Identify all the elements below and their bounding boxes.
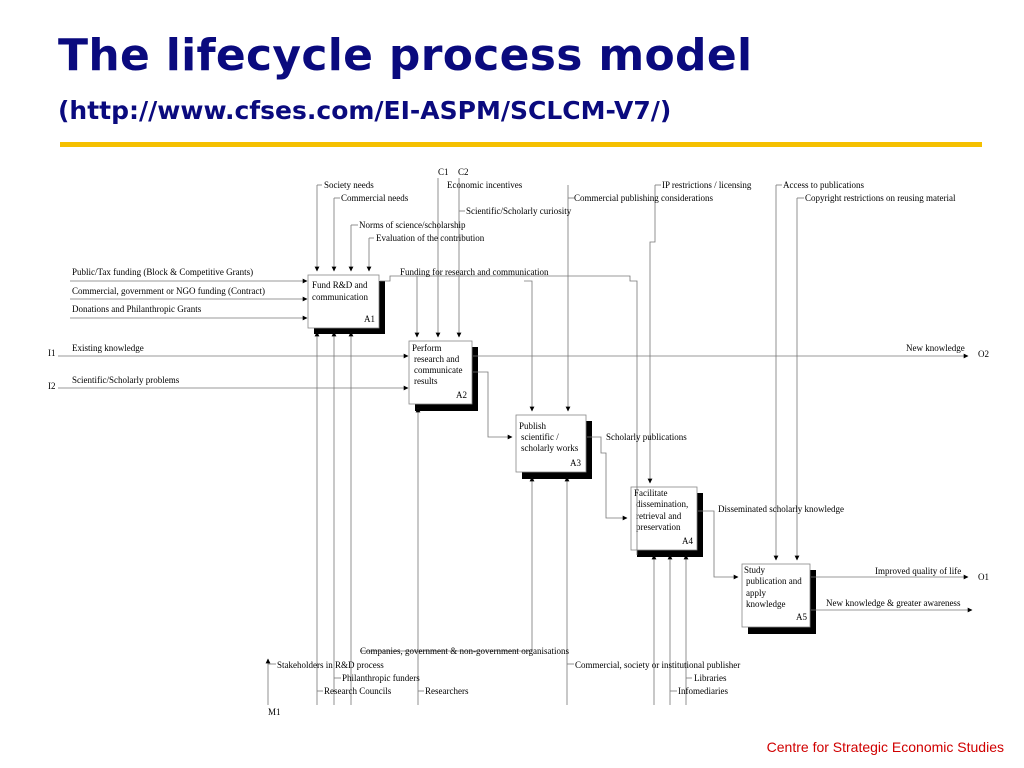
svg-text:Facilitate: Facilitate	[634, 488, 668, 498]
mechanism-commercial-publisher: Commercial, society or institutional pub…	[575, 660, 740, 670]
input-existing-knowledge: Existing knowledge	[72, 343, 144, 353]
mechanism-research-councils: Research Councils	[324, 686, 392, 696]
mechanism-stakeholders: Stakeholders in R&D process	[277, 660, 384, 670]
svg-text:Publish: Publish	[519, 421, 547, 431]
svg-text:knowledge: knowledge	[746, 599, 786, 609]
mechanism-philanthropic: Philanthropic funders	[342, 673, 420, 683]
svg-text:A4: A4	[682, 536, 693, 546]
control-commercial-publishing: Commercial publishing considerations	[574, 193, 713, 203]
activity-label: knowledge	[746, 599, 786, 609]
activity-label: Study	[744, 565, 766, 575]
activity-id: A3	[570, 458, 581, 468]
activity-id: A5	[796, 612, 807, 622]
svg-text:A3: A3	[570, 458, 581, 468]
activity-box-a3: Publish scientific / scholarly works A3	[515, 414, 592, 479]
mechanism-companies: Companies, government & non-government o…	[360, 646, 570, 656]
mechanism-infomediaries: Infomediaries	[678, 686, 728, 696]
activity-label: retrieval and	[636, 511, 682, 521]
svg-text:results: results	[414, 376, 438, 386]
svg-text:Perform: Perform	[412, 343, 442, 353]
control-commercial-needs: Commercial needs	[341, 193, 409, 203]
flow-funding: Funding for research and communication	[400, 267, 549, 277]
svg-text:communication: communication	[312, 292, 368, 302]
input-arrows	[58, 278, 409, 391]
activity-label: communication	[312, 292, 368, 302]
activity-id: A2	[456, 390, 467, 400]
svg-text:scientific /: scientific /	[521, 432, 559, 442]
activity-label: Fund R&D and	[312, 280, 368, 290]
activity-box-a2: Perform research and communicate results…	[408, 340, 478, 411]
activity-box-a5: Study publication and apply knowledge A5	[741, 563, 816, 634]
output-id-o1: O1	[978, 572, 989, 582]
output-greater-awareness: New knowledge & greater awareness	[826, 598, 961, 608]
input-id-i1: I1	[48, 348, 56, 358]
activity-label: dissemination,	[636, 499, 688, 509]
svg-text:A2: A2	[456, 390, 467, 400]
control-society-needs: Society needs	[324, 180, 374, 190]
activity-label: apply	[746, 588, 766, 598]
footer-organization: Centre for Strategic Economic Studies	[766, 739, 1004, 755]
activity-label: scholarly works	[521, 443, 579, 453]
svg-text:dissemination,: dissemination,	[636, 499, 688, 509]
activity-label: Publish	[519, 421, 547, 431]
activity-id: A1	[364, 314, 375, 324]
activity-label: communicate	[414, 365, 462, 375]
activity-label: research and	[414, 354, 460, 364]
activity-label: Perform	[412, 343, 442, 353]
mechanism-libraries: Libraries	[694, 673, 727, 683]
input-problems: Scientific/Scholarly problems	[72, 375, 180, 385]
title-divider	[60, 142, 982, 147]
control-access: Access to publications	[783, 180, 864, 190]
svg-text:scholarly works: scholarly works	[521, 443, 579, 453]
svg-text:preservation: preservation	[636, 522, 681, 532]
activity-id: A4	[682, 536, 693, 546]
input-public-funding: Public/Tax funding (Block & Competitive …	[72, 267, 253, 277]
flow-arrows	[380, 275, 973, 613]
control-scientific-curiosity: Scientific/Scholarly curiosity	[466, 206, 572, 216]
activity-label: preservation	[636, 522, 681, 532]
activity-box-a1: Fund R&D and communication A1	[307, 274, 385, 334]
activity-label: scientific /	[521, 432, 559, 442]
flow-scholarly-publications: Scholarly publications	[606, 432, 687, 442]
control-ip-restrictions: IP restrictions / licensing	[662, 180, 752, 190]
control-arrows	[314, 178, 804, 561]
svg-text:A1: A1	[364, 314, 375, 324]
svg-text:communicate: communicate	[414, 365, 462, 375]
svg-text:Fund R&D and: Fund R&D and	[312, 280, 368, 290]
input-commercial-funding: Commercial, government or NGO funding (C…	[72, 286, 265, 296]
svg-text:apply: apply	[746, 588, 766, 598]
output-improved-quality: Improved quality of life	[875, 566, 961, 576]
mechanism-researchers: Researchers	[425, 686, 469, 696]
activity-label: publication and	[746, 576, 802, 586]
output-id-o2: O2	[978, 349, 989, 359]
input-id-i2: I2	[48, 381, 56, 391]
svg-text:A5: A5	[796, 612, 807, 622]
control-id-c1: C1	[438, 167, 449, 177]
activity-label: results	[414, 376, 438, 386]
output-new-knowledge: New knowledge	[906, 343, 965, 353]
svg-text:retrieval and: retrieval and	[636, 511, 682, 521]
activity-label: Facilitate	[634, 488, 668, 498]
input-donations: Donations and Philanthropic Grants	[72, 304, 202, 314]
idef0-process-diagram: Fund R&D and communication A1 Perform re…	[48, 167, 989, 717]
control-norms: Norms of science/scholarship	[359, 220, 466, 230]
control-evaluation: Evaluation of the contribution	[376, 233, 485, 243]
svg-text:research and: research and	[414, 354, 460, 364]
slide-subtitle: (http://www.cfses.com/EI-ASPM/SCLCM-V7/)	[58, 96, 672, 125]
control-economic-incentives: Economic incentives	[447, 180, 523, 190]
control-id-c2: C2	[458, 167, 469, 177]
svg-text:Study: Study	[744, 565, 766, 575]
mechanism-id-m1: M1	[268, 707, 281, 717]
svg-text:publication and: publication and	[746, 576, 802, 586]
slide-title: The lifecycle process model	[58, 30, 753, 81]
activity-box-a4: Facilitate dissemination, retrieval and …	[630, 486, 703, 557]
control-copyright: Copyright restrictions on reusing materi…	[805, 193, 956, 203]
mechanism-arrows	[265, 331, 692, 705]
flow-disseminated: Disseminated scholarly knowledge	[718, 504, 844, 514]
